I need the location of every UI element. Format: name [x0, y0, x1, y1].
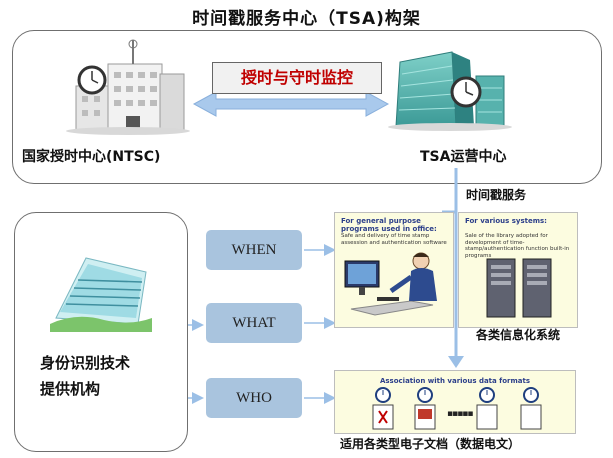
page-title: 时间戳服务中心（TSA)构架: [192, 9, 421, 29]
generic-doc-icon-1: [476, 404, 498, 430]
what-box: WHAT: [206, 303, 302, 343]
office-card-heading: For general purpose programs used in off…: [341, 217, 437, 233]
identity-label-line1: 身份识别技术: [40, 354, 131, 372]
ellipsis-dots: ▪▪▪▪▪: [447, 409, 473, 419]
various-systems-card: For various systems: Sale of the library…: [458, 212, 578, 328]
box-to-card-arrows: [304, 244, 336, 404]
info-systems-label: 各类信息化系统: [476, 328, 561, 342]
tsa-building-icon: [388, 51, 512, 131]
server-rack-icon: [486, 258, 552, 318]
office-worker-icon: [344, 252, 437, 316]
data-formats-card: Association with various data formats ▪▪…: [334, 370, 576, 434]
generic-doc-icon-2: [520, 404, 542, 430]
sync-double-arrow: [192, 91, 390, 117]
document-types-label: 适用各类型电子文档（数据电文）: [340, 437, 521, 451]
pdf-doc-icon: [372, 404, 394, 430]
ntsc-clock-icon: [77, 65, 107, 95]
office-card-body: Safe and delivery of time stamp assessio…: [341, 233, 447, 246]
timestamp-service-label: 时间戳服务: [466, 188, 527, 202]
word-doc-icon: [414, 404, 436, 430]
ntsc-label: 国家授时中心(NTSC): [22, 149, 161, 165]
identity-building-icon: [50, 257, 152, 332]
clock-icon-row: [375, 387, 539, 403]
tsa-clock-icon: [450, 76, 482, 108]
monitor-label-box: 授时与守时监控: [212, 62, 382, 94]
office-programs-card: For general purpose programs used in off…: [334, 212, 454, 328]
ntsc-building-icon: [66, 39, 190, 135]
systems-card-heading: For various systems:: [465, 217, 547, 225]
tsa-center-label: TSA运营中心: [420, 149, 507, 165]
who-box: WHO: [206, 378, 302, 418]
systems-card-body: Sale of the library adopted for developm…: [465, 233, 570, 259]
identity-label-line2: 提供机构: [40, 380, 101, 398]
document-format-icons: [372, 387, 542, 430]
when-box: WHEN: [206, 230, 302, 270]
formats-card-heading: Association with various data formats: [379, 377, 531, 385]
